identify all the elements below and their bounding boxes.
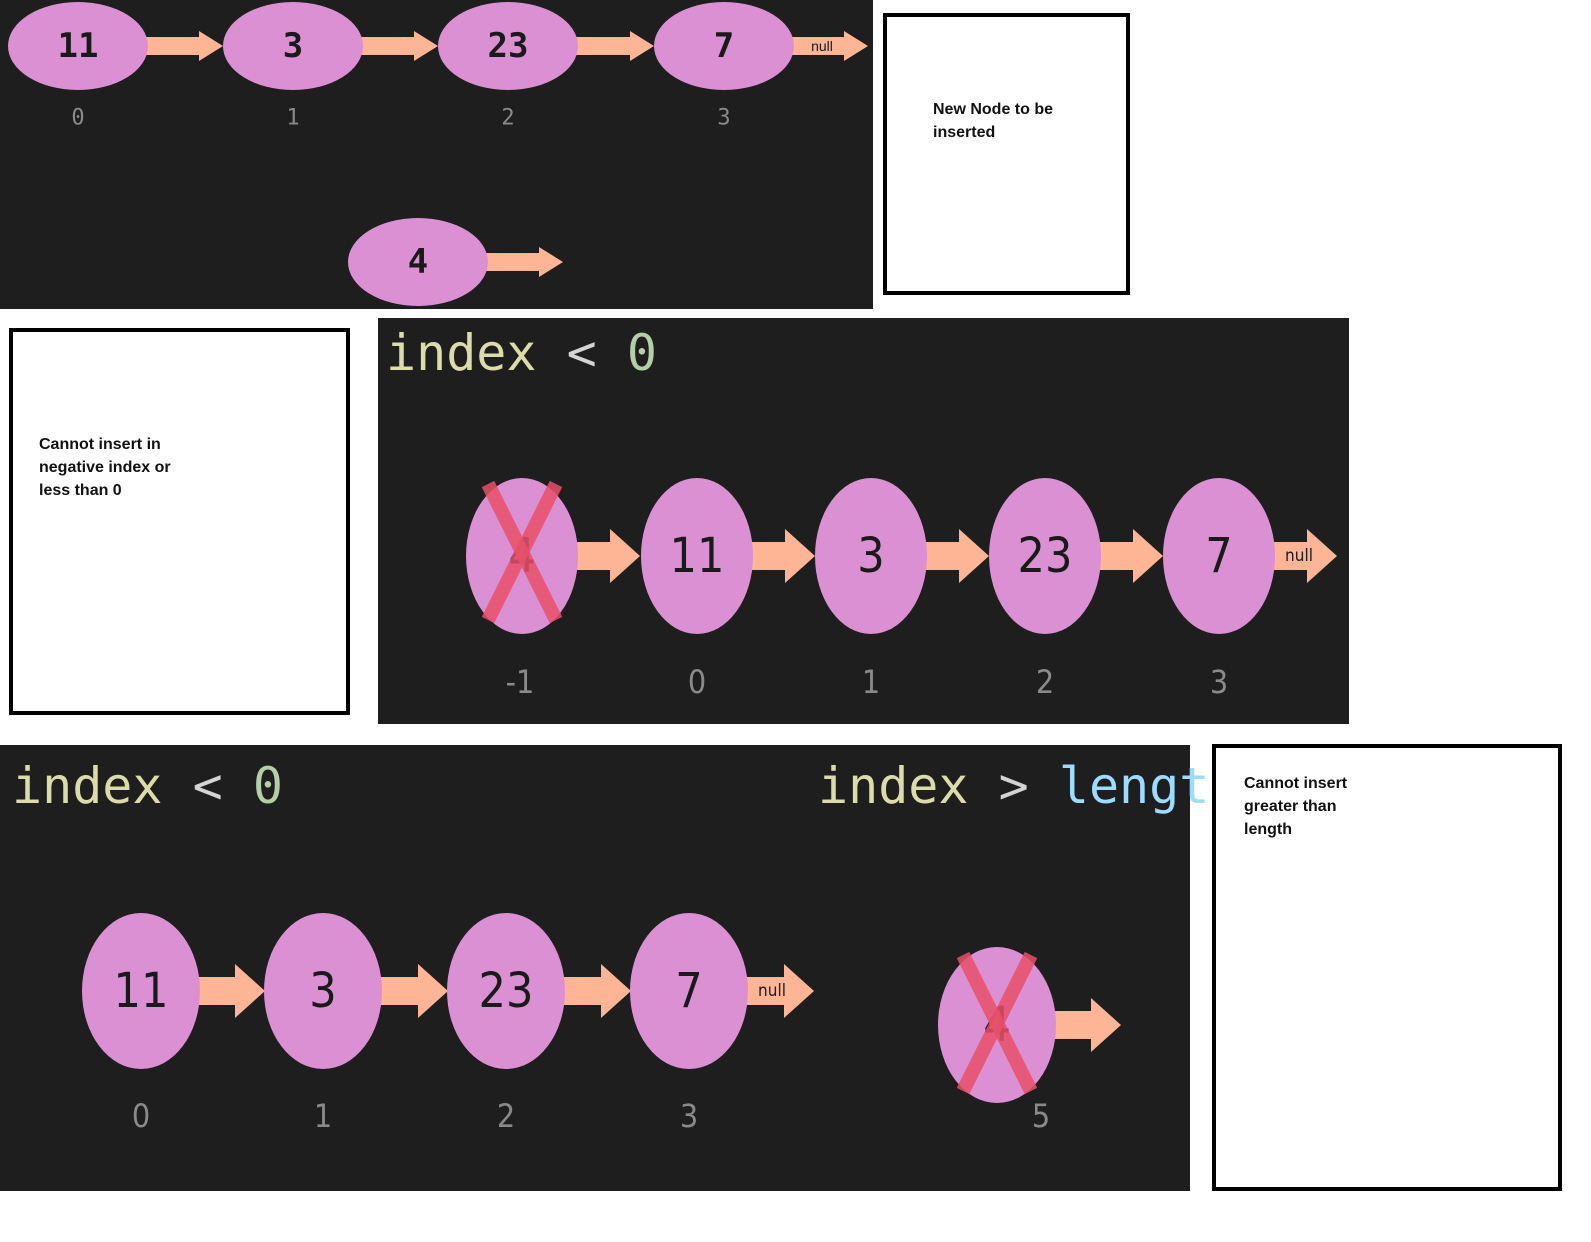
next-pointer-arrow bbox=[478, 247, 563, 277]
bounds-panel: index < 0 index > length 113237null01234… bbox=[0, 745, 1239, 1191]
node-ellipse bbox=[815, 478, 927, 634]
index-label: 3 bbox=[1210, 663, 1228, 701]
node-ellipse bbox=[630, 913, 748, 1069]
initial-list-diagram: 11 0 3 1 23 2 7 3 null 4 bbox=[8, 2, 868, 306]
index-label: 2 bbox=[501, 106, 514, 131]
node-value: 3 bbox=[283, 26, 303, 66]
node-ellipse bbox=[264, 913, 382, 1069]
node-value: 3 bbox=[309, 963, 336, 1019]
reject-cross-line bbox=[956, 951, 1038, 1095]
new-node-note-box: New Node to be inserted bbox=[883, 13, 1130, 295]
greater-than-length-note-box: Cannot insert greater than length bbox=[1212, 744, 1562, 1191]
next-pointer-arrow bbox=[1095, 529, 1163, 583]
node-ellipse bbox=[348, 218, 488, 306]
heading-value: length bbox=[1058, 757, 1240, 815]
node-value: 11 bbox=[114, 963, 169, 1019]
next-pointer-arrow bbox=[921, 529, 989, 583]
negative-index-note: Cannot insert in negative index or less … bbox=[39, 436, 171, 499]
heading-operator: < bbox=[192, 757, 223, 815]
next-pointer-arrow bbox=[1269, 529, 1337, 583]
next-pointer-arrow bbox=[140, 31, 223, 61]
negative-index-heading: index < 0 bbox=[386, 324, 657, 382]
node-value: 7 bbox=[1205, 528, 1232, 584]
node-ellipse bbox=[223, 2, 363, 90]
bounds-diagram: 113237null012345 bbox=[82, 913, 1121, 1135]
next-pointer-arrow bbox=[747, 529, 815, 583]
node-value: 11 bbox=[670, 528, 725, 584]
next-pointer-arrow bbox=[556, 964, 631, 1018]
index-label: 3 bbox=[717, 106, 730, 131]
node-ellipse bbox=[438, 2, 578, 90]
node-value: 23 bbox=[1018, 528, 1073, 584]
bounds-heading-left: index < 0 bbox=[12, 757, 283, 815]
heading-operator: < bbox=[566, 324, 597, 382]
index-label: 0 bbox=[688, 663, 706, 701]
index-label: 0 bbox=[71, 106, 84, 131]
node-value: 11 bbox=[58, 26, 99, 66]
initial-list-panel: 11 0 3 1 23 2 7 3 null 4 bbox=[0, 0, 873, 309]
node-ellipse bbox=[8, 2, 148, 90]
index-label: 2 bbox=[497, 1097, 515, 1135]
heading-operator: > bbox=[998, 757, 1029, 815]
index-label: 1 bbox=[286, 106, 299, 131]
greater-than-length-note: Cannot insert greater than length bbox=[1244, 775, 1348, 838]
new-node-note: New Node to be inserted bbox=[933, 101, 1054, 141]
next-pointer-arrow bbox=[570, 31, 654, 61]
heading-keyword: index bbox=[386, 324, 537, 382]
node-value: 4 bbox=[408, 242, 428, 282]
next-pointer-arrow bbox=[373, 964, 448, 1018]
bounds-heading-right: index > length bbox=[818, 757, 1239, 815]
node-ellipse bbox=[1163, 478, 1275, 634]
index-label: 1 bbox=[862, 663, 880, 701]
node-value: 23 bbox=[479, 963, 534, 1019]
node-value: 7 bbox=[675, 963, 702, 1019]
node-value: 7 bbox=[714, 26, 734, 66]
next-pointer-arrow bbox=[191, 964, 265, 1018]
index-label: -1 bbox=[506, 663, 535, 701]
index-label: 5 bbox=[1032, 1097, 1050, 1135]
index-label: 3 bbox=[680, 1097, 698, 1135]
node-ellipse bbox=[641, 478, 753, 634]
index-label: 0 bbox=[132, 1097, 150, 1135]
next-pointer-arrow bbox=[355, 31, 438, 61]
reject-cross-line bbox=[481, 480, 563, 624]
index-label: 2 bbox=[1036, 663, 1054, 701]
null-label: null bbox=[1285, 546, 1313, 566]
node-ellipse bbox=[82, 913, 200, 1069]
heading-value: 0 bbox=[626, 324, 657, 382]
next-pointer-arrow bbox=[1040, 998, 1121, 1052]
null-label: null bbox=[758, 981, 786, 1001]
node-ellipse bbox=[654, 2, 794, 90]
next-pointer-arrow bbox=[572, 529, 640, 583]
node-ellipse bbox=[447, 913, 565, 1069]
null-label: null bbox=[811, 38, 833, 54]
node-ellipse bbox=[989, 478, 1101, 634]
node-value: 23 bbox=[488, 26, 529, 66]
next-pointer-arrow bbox=[786, 31, 868, 61]
negative-index-note-box: Cannot insert in negative index or less … bbox=[9, 328, 350, 715]
node-value: 3 bbox=[857, 528, 884, 584]
heading-keyword: index bbox=[12, 757, 163, 815]
index-label: 1 bbox=[314, 1097, 332, 1135]
next-pointer-arrow bbox=[739, 964, 814, 1018]
heading-value: 0 bbox=[252, 757, 283, 815]
heading-keyword: index bbox=[818, 757, 969, 815]
